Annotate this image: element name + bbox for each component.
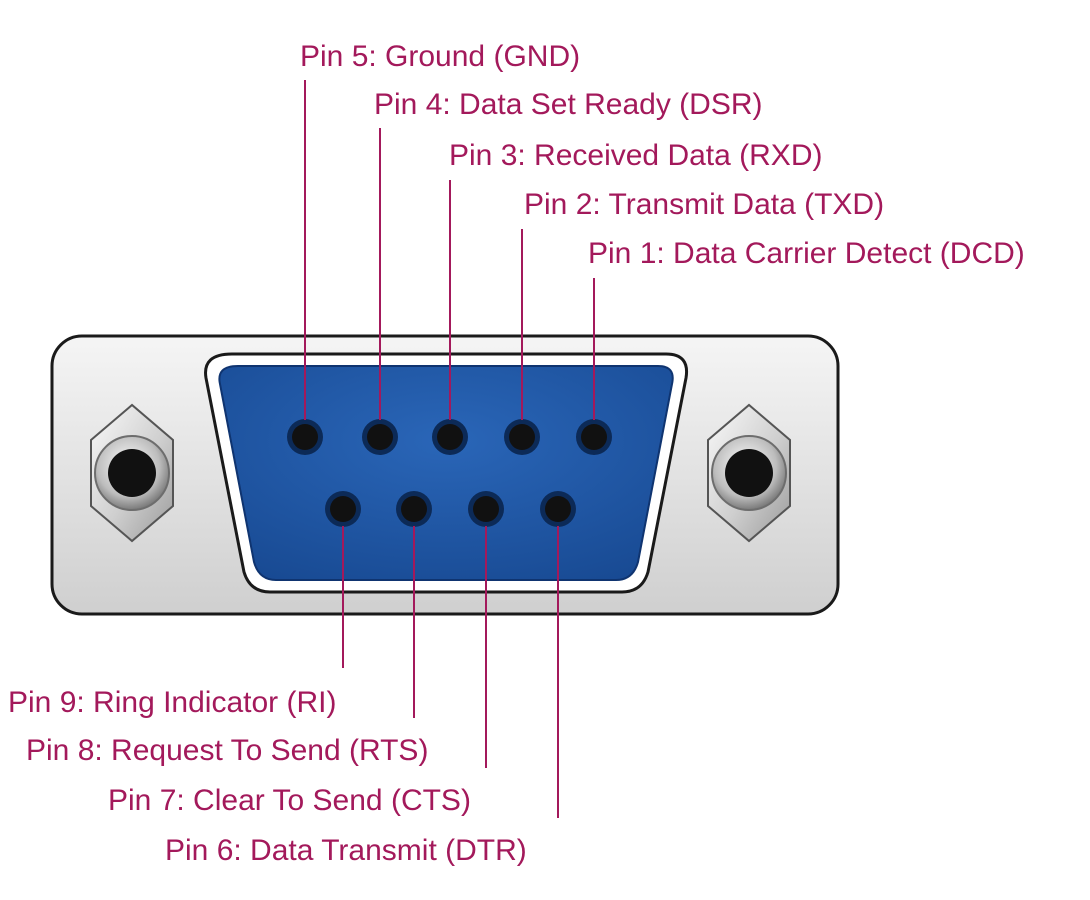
pin-6-hole (545, 496, 571, 522)
right-screw-icon (707, 403, 791, 543)
pin-9-hole (330, 496, 356, 522)
pin-1-label: Pin 1: Data Carrier Detect (DCD) (588, 237, 1025, 270)
pin-1-hole (581, 424, 607, 450)
leader-lines (304, 80, 595, 818)
pin-2-label: Pin 2: Transmit Data (TXD) (524, 188, 885, 221)
pin-7-label: Pin 7: Clear To Send (CTS) (108, 784, 471, 817)
pin-2-hole (509, 424, 535, 450)
pin-4-label: Pin 4: Data Set Ready (DSR) (374, 88, 763, 121)
pin-sockets (287, 419, 612, 527)
pin-9-label: Pin 9: Ring Indicator (RI) (8, 686, 337, 719)
left-screw-icon (90, 403, 174, 543)
pin-3-hole (437, 424, 463, 450)
blue-insert (218, 365, 674, 581)
pin-7-hole (473, 496, 499, 522)
pin-5-label: Pin 5: Ground (GND) (300, 40, 581, 73)
pin-4-hole (367, 424, 393, 450)
pin-6-label: Pin 6: Data Transmit (DTR) (165, 834, 527, 867)
pin-8-hole (401, 496, 427, 522)
pin-8-label: Pin 8: Request To Send (RTS) (26, 734, 429, 767)
pin-3-label: Pin 3: Received Data (RXD) (449, 139, 823, 172)
pin-5-hole (292, 424, 318, 450)
